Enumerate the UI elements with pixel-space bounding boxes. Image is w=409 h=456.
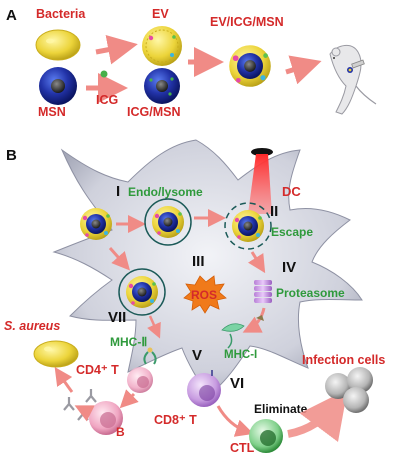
msn-label: MSN bbox=[38, 105, 66, 119]
mouse-injection-illustration bbox=[329, 45, 377, 115]
step-1-label: I bbox=[116, 183, 120, 200]
b-cell-label: B bbox=[116, 425, 125, 439]
s-aureus-blob bbox=[33, 340, 79, 368]
mhc-2-label: MHC-Ⅱ bbox=[110, 335, 147, 349]
arrow-b-to-antibody bbox=[74, 405, 95, 422]
cd4-t-cell bbox=[127, 367, 153, 393]
step-5-label: V bbox=[192, 347, 202, 364]
ros-label: ROS bbox=[191, 288, 217, 302]
endosome-1 bbox=[144, 198, 192, 246]
cd4-t-label: CD4⁺ T bbox=[76, 363, 119, 377]
panel-a-letter: A bbox=[6, 7, 17, 24]
panel-b-letter: B bbox=[6, 147, 17, 164]
infection-cells-cluster bbox=[325, 367, 373, 413]
ctl-label: CTL bbox=[230, 441, 255, 455]
endosome-escape bbox=[224, 202, 272, 250]
nanoparticle-entry bbox=[80, 208, 112, 240]
icg-msn-label: ICG/MSN bbox=[127, 105, 180, 119]
icg-msn-sphere bbox=[144, 68, 180, 104]
cd8-t-cell bbox=[187, 373, 221, 407]
ros-burst bbox=[183, 275, 227, 314]
ctl-cell bbox=[249, 419, 283, 453]
eliminate-label: Eliminate bbox=[254, 402, 308, 416]
arrow-escape-to-proteasome bbox=[248, 251, 266, 274]
endo-lysome-label: Endo/lysome bbox=[128, 185, 203, 199]
arrow-cd4-to-b bbox=[119, 389, 139, 409]
ev-label: EV bbox=[152, 7, 169, 21]
arrow-to-mouse bbox=[285, 55, 322, 85]
bacteria-label: Bacteria bbox=[36, 7, 86, 21]
mhc-1-molecule bbox=[221, 323, 245, 349]
s-aureus-label: S. aureus bbox=[4, 319, 60, 333]
ev-icg-msn-particle bbox=[229, 45, 271, 87]
arrow-cd8-to-ctl bbox=[216, 405, 254, 437]
step-4-label: IV bbox=[282, 259, 296, 276]
step-6-label: VI bbox=[230, 375, 244, 392]
endosome-2 bbox=[118, 268, 166, 316]
step-7-label: VII bbox=[108, 309, 126, 326]
cd8-t-label: CD8⁺ T bbox=[154, 413, 197, 427]
b-cell bbox=[89, 401, 123, 435]
bacteria-blob bbox=[35, 29, 81, 61]
escape-label: Escape bbox=[271, 225, 313, 239]
icg-label: ICG bbox=[96, 93, 118, 107]
arrow-entry-to-endosome-2 bbox=[108, 247, 130, 271]
ev-icg-msn-label: EV/ICG/MSN bbox=[210, 15, 284, 29]
arrow-proteasome-to-mhc1 bbox=[242, 307, 266, 333]
arrow-bacteria-to-ev bbox=[95, 34, 138, 65]
arrow-endosome2-to-mhc2 bbox=[147, 315, 161, 339]
laser-source bbox=[248, 148, 273, 214]
ev-vesicle bbox=[142, 26, 182, 66]
peptide-fragment bbox=[256, 315, 264, 321]
mhc-1-label: MHC-I bbox=[224, 349, 257, 361]
dendritic-cell-body bbox=[52, 139, 363, 397]
arrow-antibody-to-s-aureus bbox=[54, 367, 74, 393]
proteasome-label: Proteasome bbox=[276, 286, 345, 300]
icg-dot bbox=[100, 70, 108, 78]
step-2-label: II bbox=[270, 203, 278, 220]
dc-label: DC bbox=[282, 184, 301, 199]
step-3-label: III bbox=[192, 253, 205, 270]
msn-sphere bbox=[39, 67, 77, 105]
infection-cells-label: Infection cells bbox=[302, 353, 385, 367]
mhc-2-molecule bbox=[143, 347, 157, 365]
proteasome-icon bbox=[254, 280, 272, 303]
arrow-eliminate bbox=[287, 389, 348, 442]
